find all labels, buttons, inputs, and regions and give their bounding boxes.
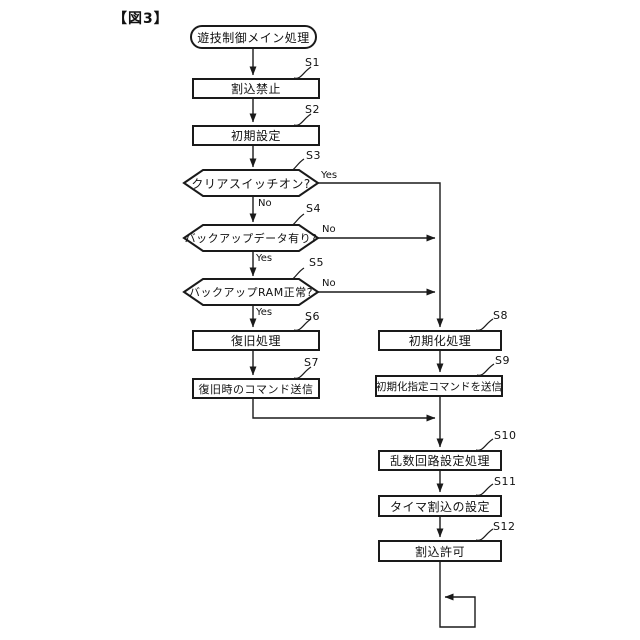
node-s11-label: タイマ割込の設定	[389, 499, 490, 514]
node-s3-label: クリアスイッチオン?	[191, 176, 311, 191]
node-s12-label: 割込許可	[414, 544, 465, 559]
node-s9-label: 初期化指定コマンドを送信	[376, 380, 502, 393]
branch-s5-yes: Yes	[256, 307, 273, 318]
node-s2-label: 初期設定	[230, 129, 281, 143]
node-s8-label: 初期化処理	[408, 334, 472, 348]
node-s10-label: 乱数回路設定処理	[389, 454, 490, 468]
node-s11: タイマ割込の設定	[378, 495, 502, 517]
step-label-s2: S2	[305, 103, 320, 116]
node-s5: バックアップRAM正常?	[184, 279, 318, 305]
branch-s3-no: No	[258, 198, 272, 209]
node-s3: クリアスイッチオン?	[184, 170, 318, 196]
step-label-s9: S9	[495, 354, 510, 367]
node-s5-label: バックアップRAM正常?	[188, 286, 314, 299]
step-label-s7: S7	[304, 356, 319, 369]
node-start-label: 遊技制御メイン処理	[197, 30, 310, 45]
decision-shape-s3	[182, 169, 320, 197]
step-label-s5: S5	[309, 256, 324, 269]
step-label-s4: S4	[306, 202, 321, 215]
step-label-s1: S1	[305, 56, 320, 69]
node-s6: 復旧処理	[192, 330, 320, 351]
node-s2: 初期設定	[192, 125, 320, 146]
leader-s8	[475, 318, 494, 331]
arrow-s7-to-merge	[252, 398, 436, 422]
leader-s12	[475, 528, 494, 541]
branch-s3-yes: Yes	[321, 170, 338, 181]
leader-s11	[475, 483, 494, 496]
leader-s9	[476, 363, 495, 376]
step-label-s6: S6	[305, 310, 320, 323]
node-s9: 初期化指定コマンドを送信	[375, 375, 503, 397]
figure-title: 【図3】	[113, 11, 169, 27]
node-s7: 復旧時のコマンド送信	[192, 378, 320, 399]
decision-shape-s4	[182, 224, 320, 252]
branch-s4-no: No	[322, 224, 336, 235]
node-s12: 割込許可	[378, 540, 502, 562]
branch-s4-yes: Yes	[256, 253, 273, 264]
node-s7-label: 復旧時のコマンド送信	[198, 382, 314, 396]
arrow-s12-loop-back	[439, 562, 476, 628]
node-s4-label: バックアップデータ有り?	[184, 232, 318, 245]
branch-s5-no: No	[322, 278, 336, 289]
node-s8: 初期化処理	[378, 330, 502, 351]
step-label-s11: S11	[494, 475, 517, 488]
node-start-terminal: 遊技制御メイン処理	[190, 25, 317, 49]
node-s6-label: 復旧処理	[230, 334, 281, 348]
step-label-s3: S3	[306, 149, 321, 162]
decision-shape-s5	[182, 278, 320, 306]
step-label-s10: S10	[494, 429, 517, 442]
leader-s10	[475, 438, 494, 451]
arrow-s3-yes-to-s8	[318, 182, 444, 328]
step-label-s12: S12	[493, 520, 516, 533]
step-label-s8: S8	[493, 309, 508, 322]
node-s1: 割込禁止	[192, 78, 320, 99]
node-s10: 乱数回路設定処理	[378, 450, 502, 471]
node-s1-label: 割込禁止	[230, 82, 281, 96]
node-s4: バックアップデータ有り?	[184, 225, 318, 251]
